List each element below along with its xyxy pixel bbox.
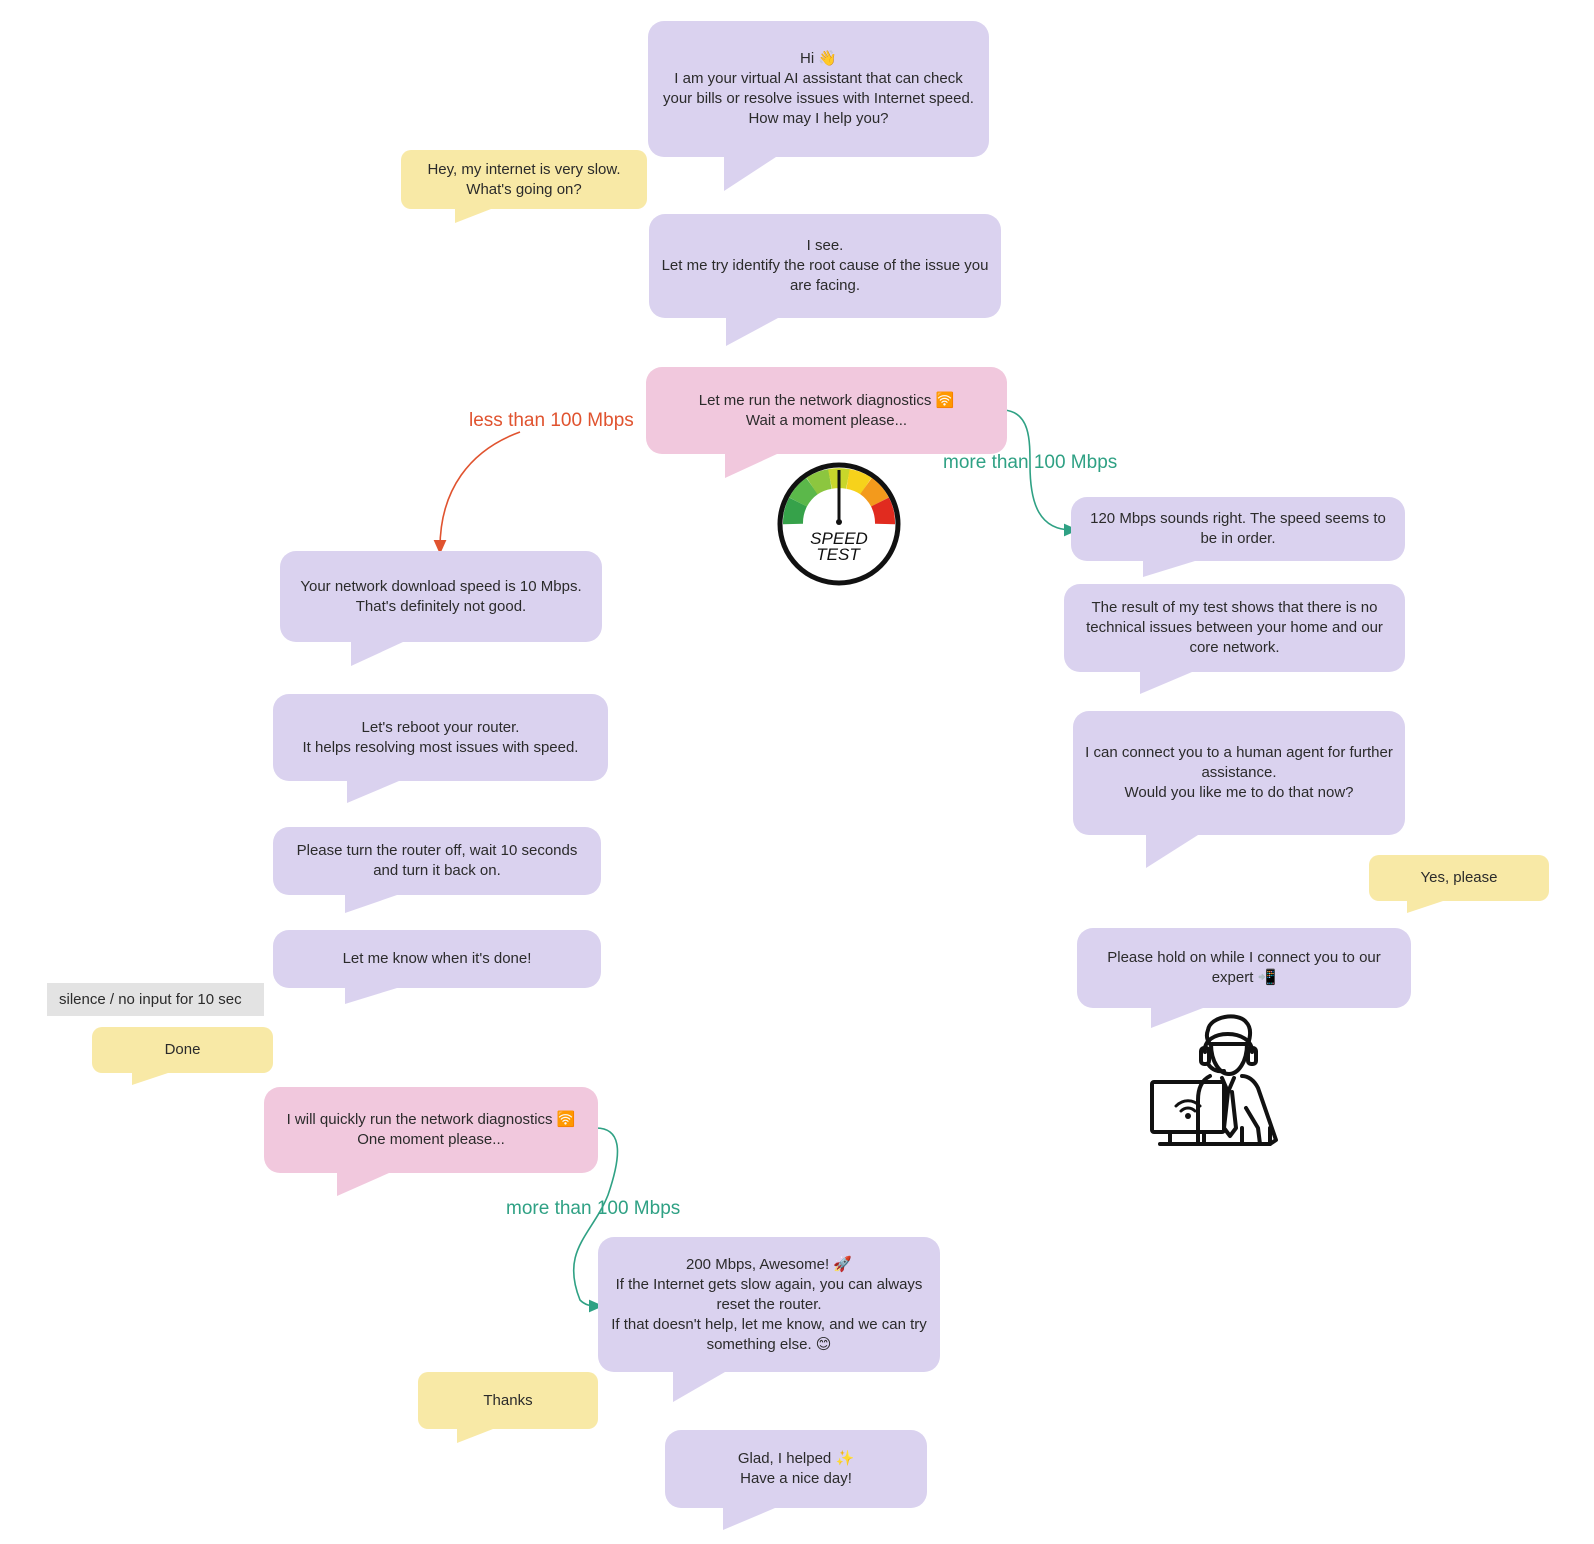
edge-label-less-than-100: less than 100 Mbps [469,410,634,431]
speed-120-bubble: 120 Mbps sounds right. The speed seems t… [1071,497,1405,561]
i-see-tail [726,318,778,346]
thanks-tail [457,1429,493,1443]
speed-200-tail [673,1372,725,1402]
thanks-bubble: Thanks [418,1372,598,1429]
test-result-bubble: The result of my test shows that there i… [1064,584,1405,672]
yes-please-bubble: Yes, please [1369,855,1549,901]
run-diagnostics-bubble: Let me run the network diagnostics 🛜 Wai… [646,367,1007,454]
connector-less-than-100 [433,431,521,555]
human-agent-bubble: I can connect you to a human agent for f… [1073,711,1405,835]
quick-diagnostics-bubble: I will quickly run the network diagnosti… [264,1087,598,1173]
yes-please-tail [1407,901,1443,913]
user-slow-bubble: Hey, my internet is very slow. What's go… [401,150,647,209]
speed-label-line2: TEST [816,545,861,564]
reboot-bubble: Let's reboot your router. It helps resol… [273,694,608,781]
turn-off-bubble: Please turn the router off, wait 10 seco… [273,827,601,895]
hold-on-bubble: Please hold on while I connect you to ou… [1077,928,1411,1008]
support-agent-icon [1150,1014,1278,1146]
greeting-bubble: Hi 👋 I am your virtual AI assistant that… [648,21,989,157]
silence-note: silence / no input for 10 sec [47,983,264,1016]
i-see-bubble: I see. Let me try identify the root caus… [649,214,1001,318]
greeting-tail [724,157,776,191]
edge-label-more-than-100-top: more than 100 Mbps [943,452,1118,473]
edge-label-more-than-100-bottom: more than 100 Mbps [506,1198,681,1219]
glad-tail [723,1508,775,1530]
connector-more-than-100-bottom [572,1127,619,1313]
hold-on-tail [1151,1008,1203,1028]
speed-200-bubble: 200 Mbps, Awesome! 🚀 If the Internet get… [598,1237,940,1372]
test-result-tail [1140,672,1192,694]
speed-10-tail [351,642,403,666]
let-me-know-tail [345,988,397,1004]
turn-off-tail [345,895,397,913]
let-me-know-bubble: Let me know when it's done! [273,930,601,988]
speed-10-bubble: Your network download speed is 10 Mbps. … [280,551,602,642]
glad-bubble: Glad, I helped ✨ Have a nice day! [665,1430,927,1508]
speed-label-line1: SPEED [810,529,868,548]
reboot-tail [347,781,399,803]
quick-diagnostics-tail [337,1173,389,1196]
run-diagnostics-tail [725,454,777,478]
human-agent-tail [1146,835,1198,868]
speed-test-gauge-icon: SPEED TEST [777,462,901,586]
done-bubble: Done [92,1027,273,1073]
speed-120-tail [1143,561,1195,577]
user-slow-tail [455,209,491,223]
done-tail [132,1073,168,1085]
connector-more-than-100-top [1003,409,1079,537]
